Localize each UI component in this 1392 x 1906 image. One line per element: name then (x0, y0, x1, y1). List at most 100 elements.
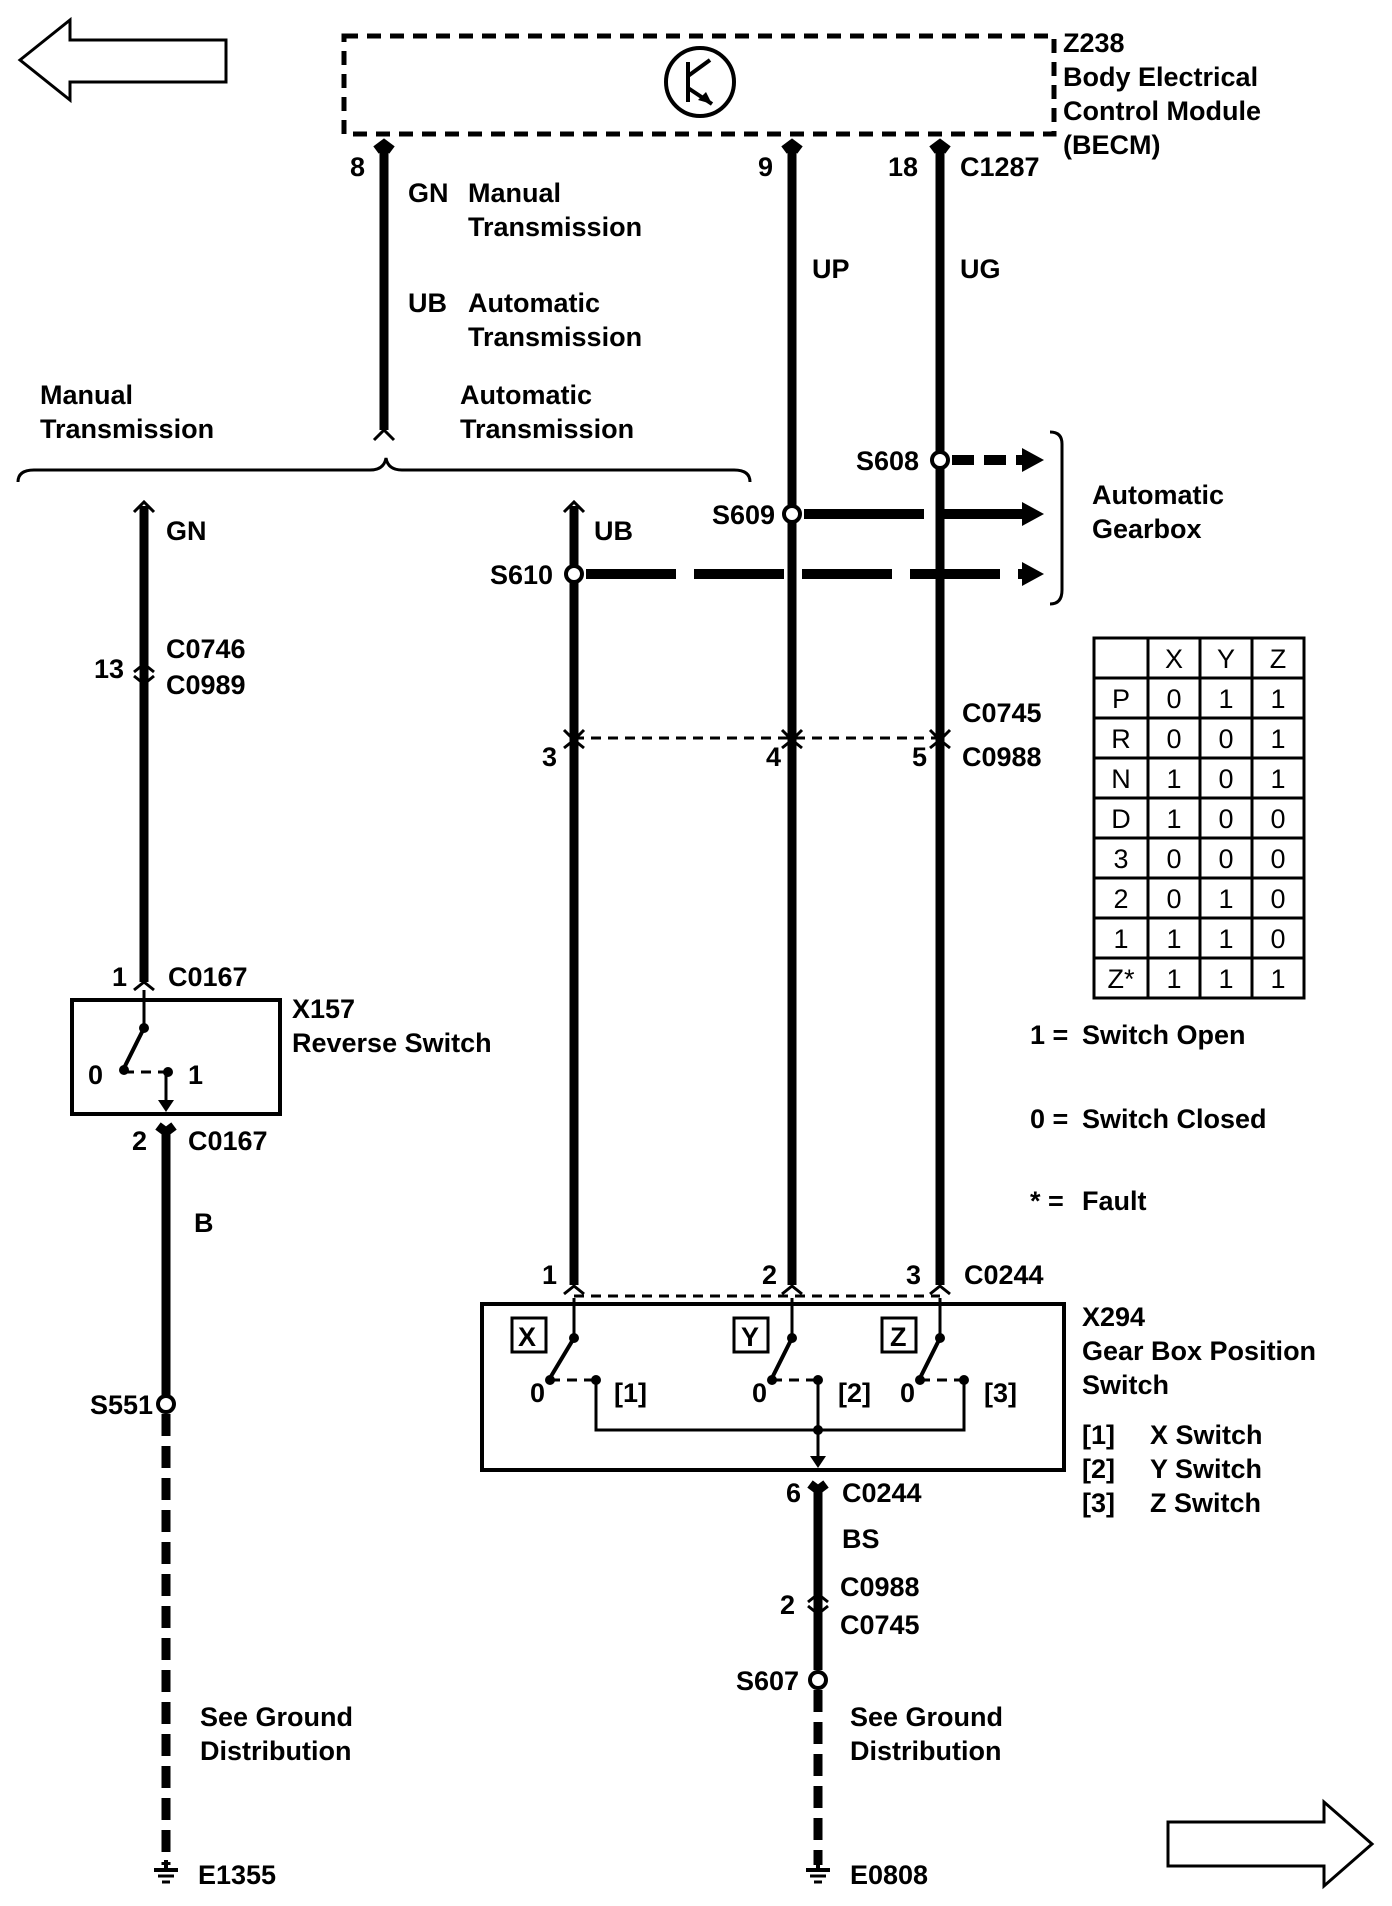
gearbox-ground-color-bs: BS (842, 1524, 880, 1554)
truth-table-cell: 0 (1270, 884, 1285, 914)
switch-z-blade (918, 1337, 942, 1379)
branch-manual-line1: Manual (40, 380, 133, 410)
truth-table-cell: 0 (1166, 884, 1181, 914)
left-ground-id: E1355 (198, 1860, 276, 1890)
switch-y-bracket: [2] (838, 1378, 871, 1408)
switch-y-blade (770, 1337, 794, 1379)
switch-y-letter: Y (741, 1322, 759, 1352)
becm-pin-8: 8 (350, 152, 365, 182)
transistor-icon (664, 46, 736, 118)
becm-id: Z238 (1063, 28, 1125, 58)
truth-table-cell: 0 (1166, 724, 1181, 754)
truth-table-cell: 1 (1218, 684, 1233, 714)
truth-table-cell: 1 (1113, 924, 1128, 954)
bottom-inline-connector-mark (807, 1592, 829, 1616)
c0244-pin-3: 3 (906, 1260, 921, 1290)
gearbox-switch-output-arrow-icon (810, 1456, 826, 1468)
becm-connector-c1287: C1287 (960, 152, 1040, 182)
previous-page-arrow-icon[interactable] (17, 16, 228, 104)
reverse-switch-blade (122, 1027, 146, 1069)
truth-table-cell: 0 (1270, 844, 1285, 874)
truth-table-header-cell: Y (1217, 644, 1235, 674)
truth-table-cell: 0 (1218, 804, 1233, 834)
legend-fault-key: * = (1030, 1186, 1064, 1216)
reverse-switch-box (70, 998, 282, 1116)
truth-table-cell: 1 (1270, 684, 1285, 714)
truth-table-header-cell: X (1165, 644, 1183, 674)
truth-table-cell: 0 (1218, 764, 1233, 794)
becm-pin-9: 9 (758, 152, 773, 182)
gearbox-switch-common-return (594, 1382, 966, 1432)
reverse-switch-name: Reverse Switch (292, 1028, 492, 1058)
c0746-label: C0746 (166, 634, 246, 664)
pin18-color-ug: UG (960, 254, 1001, 284)
switch-x-blade (548, 1336, 576, 1380)
gearbox-legend-key-2: [2] (1082, 1454, 1115, 1484)
ub-wire-start-mark (562, 499, 586, 514)
truth-table-cell: 0 (1270, 804, 1285, 834)
right-ground-text2: Distribution (850, 1736, 1001, 1766)
gearbox-ground-pin: 6 (786, 1478, 801, 1508)
gearbox-switch-name-line1: Gear Box Position (1082, 1336, 1316, 1366)
reverse-bottom-connector: C0167 (188, 1126, 268, 1156)
switch-z-letter-box (880, 1316, 918, 1354)
legend-open-label: Switch Open (1082, 1020, 1246, 1050)
truth-table-cell: 1 (1166, 924, 1181, 954)
truth-table-cell: 0 (1218, 724, 1233, 754)
switch-x-letter: X (518, 1322, 536, 1352)
becm-name-line3: (BECM) (1063, 130, 1160, 160)
splice-s610 (564, 564, 584, 584)
truth-table-header-cell: Z (1270, 644, 1287, 674)
reverse-switch-id: X157 (292, 994, 355, 1024)
c0244-label: C0244 (964, 1260, 1044, 1290)
bottom-inline-pin-2: 2 (780, 1590, 795, 1620)
gearbox-legend-label-1: X Switch (1150, 1420, 1263, 1450)
gearbox-bracket-line2: Gearbox (1092, 514, 1202, 544)
c0244-pin1-mark (563, 1284, 585, 1296)
truth-table-cell: 1 (1166, 964, 1181, 994)
splice-s608 (930, 450, 950, 470)
left-ground-symbol-icon (154, 1860, 178, 1884)
switch-y-letter-box (732, 1316, 770, 1354)
c0244-pin3-mark (929, 1284, 951, 1296)
gearbox-legend-label-3: Z Switch (1150, 1488, 1261, 1518)
c0746-pin-13: 13 (94, 654, 124, 684)
gearbox-switch-box (480, 1302, 1066, 1472)
switch-y-zero: 0 (752, 1378, 767, 1408)
gearbox-legend-key-1: [1] (1082, 1420, 1115, 1450)
truth-table-cell: 3 (1113, 844, 1128, 874)
switch-z-letter: Z (890, 1322, 907, 1352)
c0745-pin-4: 4 (766, 742, 781, 772)
next-page-arrow-icon[interactable] (1166, 1798, 1375, 1890)
legend-open-key: 1 = (1030, 1020, 1068, 1050)
splice-s609-label: S609 (712, 500, 775, 530)
switch-z-contact-1 (959, 1375, 969, 1385)
becm-name-line1: Body Electrical (1063, 62, 1258, 92)
truth-table-cell: 0 (1166, 684, 1181, 714)
splice-s608-label: S608 (856, 446, 919, 476)
pin9-color-up: UP (812, 254, 850, 284)
gearbox-switch-id: X294 (1082, 1302, 1145, 1332)
c0745-pin-5: 5 (912, 742, 927, 772)
switch-y-contact-1 (813, 1375, 823, 1385)
gearbox-bracket (1049, 430, 1064, 606)
switch-x-letter-box (510, 1316, 548, 1354)
switch-x-bracket: [1] (614, 1378, 647, 1408)
pin8-wire-end-mark (372, 427, 396, 442)
splice-s607-label: S607 (736, 1666, 799, 1696)
becm-module-box (341, 33, 1057, 137)
gearbox-legend-label-2: Y Switch (1150, 1454, 1262, 1484)
c0745-label: C0745 (962, 698, 1042, 728)
branch-auto-line2: Transmission (460, 414, 634, 444)
truth-table-cell: D (1111, 804, 1131, 834)
c0989-label: C0989 (166, 670, 246, 700)
truth-table-cell: 0 (1166, 844, 1181, 874)
truth-table-cell: 1 (1218, 964, 1233, 994)
truth-table-cell: 1 (1218, 884, 1233, 914)
c0244-pin-1: 1 (542, 1260, 557, 1290)
left-ground-text2: Distribution (200, 1736, 351, 1766)
splice-s609 (782, 504, 802, 524)
s608-gearbox-arrow-icon (1022, 448, 1044, 472)
